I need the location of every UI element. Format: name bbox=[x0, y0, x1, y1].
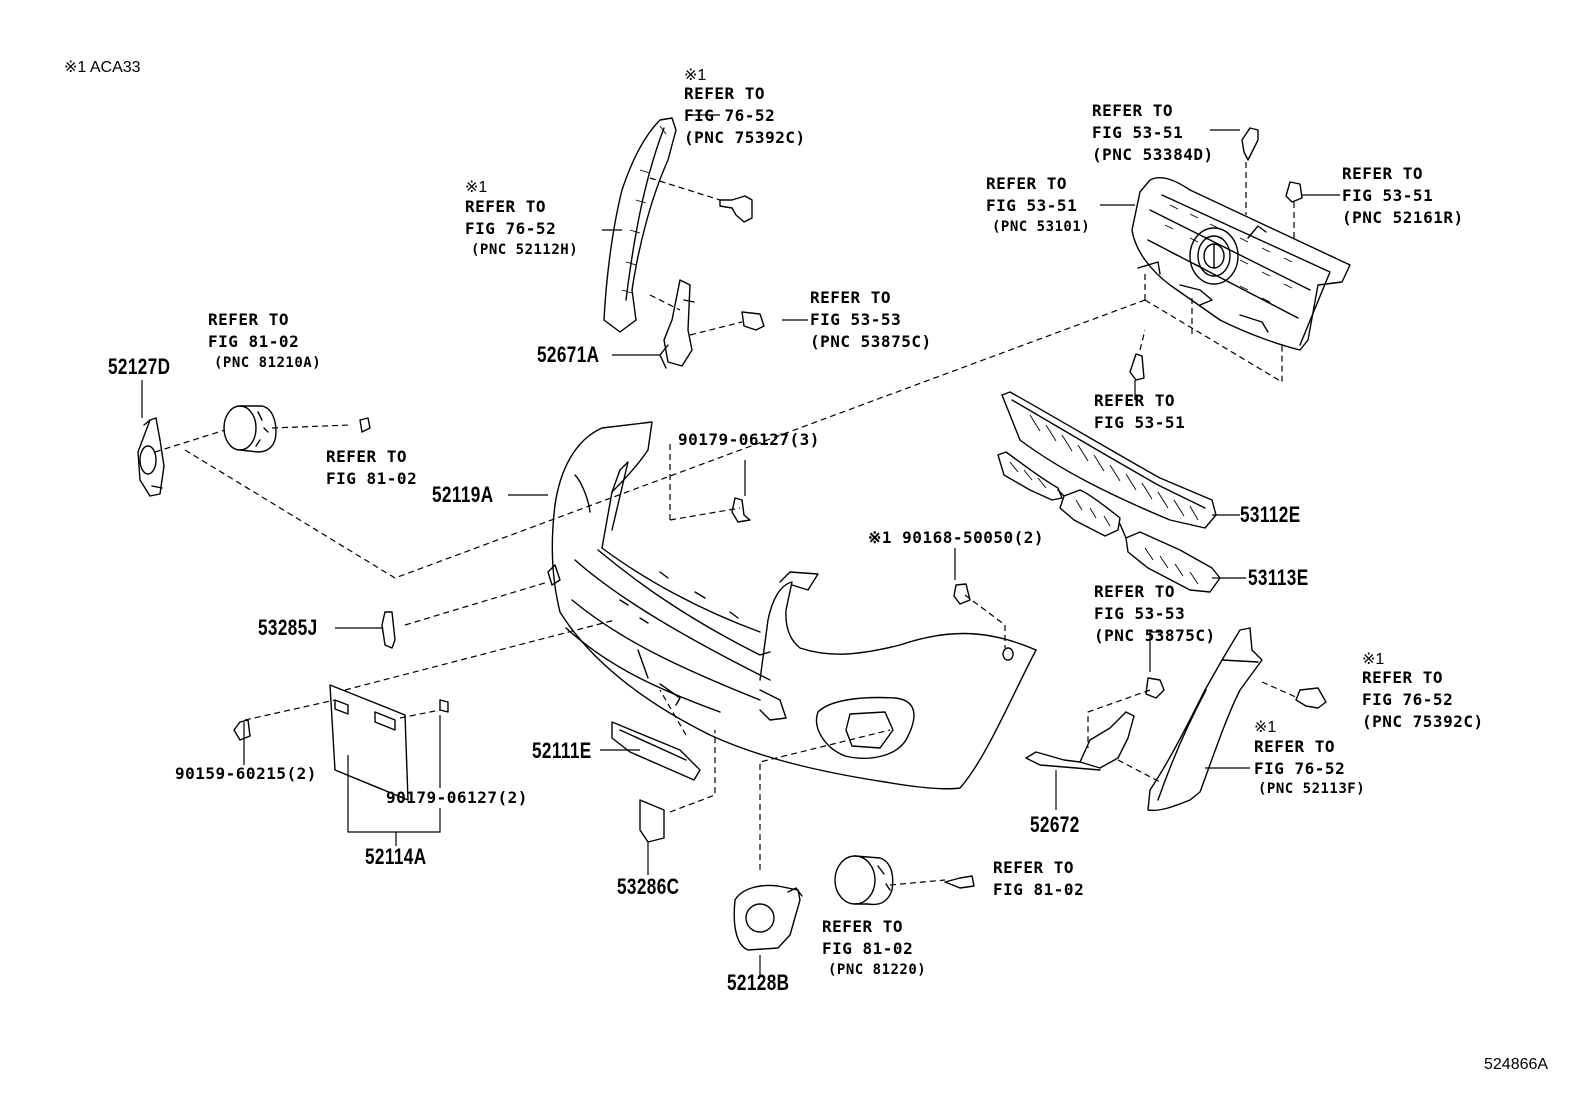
license-bracket-shape bbox=[329, 684, 449, 801]
ref5-line2: FIG 81-02 bbox=[326, 469, 418, 488]
leader-lines bbox=[141, 114, 1340, 975]
ref2-line3: (PNC 52112H) bbox=[471, 242, 579, 258]
ref2-line2: FIG 76-52 bbox=[465, 219, 557, 238]
left-fog-lamp-shape bbox=[137, 405, 277, 497]
part-53286C[interactable]: 53286C bbox=[617, 874, 680, 899]
ref2-line1: REFER TO bbox=[465, 197, 547, 216]
ref11-line1: REFER TO bbox=[1362, 668, 1444, 687]
bolt-90179-06127-2[interactable]: 90179-06127(2) bbox=[386, 788, 528, 807]
ref7-line2: FIG 53-51 bbox=[986, 196, 1078, 215]
ref3-line3: (PNC 53875C) bbox=[810, 332, 932, 351]
ref1-line1: REFER TO bbox=[684, 84, 766, 103]
ref12-line1: REFER TO bbox=[1254, 737, 1336, 756]
bolt-90168-50050-2[interactable]: ※1 90168-50050(2) bbox=[868, 528, 1045, 547]
ref12-line2: FIG 76-52 bbox=[1254, 759, 1346, 778]
part-53285J[interactable]: 53285J bbox=[258, 615, 318, 640]
part-53112E[interactable]: 53112E bbox=[1240, 502, 1301, 527]
part-52114A[interactable]: 52114A bbox=[365, 844, 427, 869]
left-retainer-shape bbox=[603, 117, 695, 369]
part-52672[interactable]: 52672 bbox=[1030, 812, 1080, 837]
ref8-line3: (PNC 52161R) bbox=[1342, 208, 1464, 227]
ref1-note: ※1 bbox=[684, 67, 707, 84]
bolt-90179-06127-3[interactable]: 90179-06127(3) bbox=[678, 430, 820, 449]
ref12-line3: (PNC 52113F) bbox=[1258, 781, 1366, 797]
assembly-lines bbox=[154, 162, 1299, 886]
part-52127D[interactable]: 52127D bbox=[108, 354, 171, 379]
ref3-line2: FIG 53-53 bbox=[810, 310, 902, 329]
ref4-line2: FIG 81-02 bbox=[208, 332, 300, 351]
ref6-line1: REFER TO bbox=[1092, 101, 1174, 120]
ref10-line3: (PNC 53875C) bbox=[1094, 626, 1216, 645]
small-parts-shapes bbox=[233, 127, 1327, 889]
ref6-line3: (PNC 53384D) bbox=[1092, 145, 1214, 164]
ref13-line2: FIG 81-02 bbox=[993, 880, 1085, 899]
ref13-line1: REFER TO bbox=[993, 858, 1075, 877]
ref4-line3: (PNC 81210A) bbox=[214, 355, 322, 371]
ref10-line2: FIG 53-53 bbox=[1094, 604, 1186, 623]
figure-id: 524866A bbox=[1484, 1056, 1549, 1073]
ref8-line1: REFER TO bbox=[1342, 164, 1424, 183]
bolt-90159-60215-2[interactable]: 90159-60215(2) bbox=[175, 764, 317, 783]
ref1-line3: (PNC 75392C) bbox=[684, 128, 806, 147]
ref11-note: ※1 bbox=[1362, 651, 1385, 668]
upper-grille-shape bbox=[1131, 177, 1351, 351]
ref14-line1: REFER TO bbox=[822, 917, 904, 936]
part-52119A[interactable]: 52119A bbox=[432, 482, 494, 507]
part-52671A[interactable]: 52671A bbox=[537, 342, 600, 367]
part-52128B[interactable]: 52128B bbox=[727, 970, 790, 995]
ref3-line1: REFER TO bbox=[810, 288, 892, 307]
ref2-note: ※1 bbox=[465, 179, 488, 196]
right-retainer-shape bbox=[1025, 627, 1263, 812]
ref14-line2: FIG 81-02 bbox=[822, 939, 914, 958]
ref8-line2: FIG 53-51 bbox=[1342, 186, 1434, 205]
bumper-cover-shape bbox=[547, 421, 1037, 790]
ref11-line2: FIG 76-52 bbox=[1362, 690, 1454, 709]
ref12-note: ※1 bbox=[1254, 719, 1277, 736]
part-53113E[interactable]: 53113E bbox=[1248, 565, 1309, 590]
ref10-line1: REFER TO bbox=[1094, 582, 1176, 601]
ref5-line1: REFER TO bbox=[326, 447, 408, 466]
ref9-line2: FIG 53-51 bbox=[1094, 413, 1186, 432]
footnote-label: ※1 ACA33 bbox=[64, 59, 141, 76]
ref4-line1: REFER TO bbox=[208, 310, 290, 329]
ref1-line2: FIG 76-52 bbox=[684, 106, 776, 125]
ref7-line1: REFER TO bbox=[986, 174, 1068, 193]
part-52111E[interactable]: 52111E bbox=[532, 738, 592, 763]
ref7-line3: (PNC 53101) bbox=[992, 219, 1091, 235]
ref14-line3: (PNC 81220) bbox=[828, 962, 927, 978]
right-fog-lamp-shape bbox=[733, 855, 894, 951]
ref11-line3: (PNC 75392C) bbox=[1362, 712, 1484, 731]
ref9-line1: REFER TO bbox=[1094, 391, 1176, 410]
ref6-line2: FIG 53-51 bbox=[1092, 123, 1184, 142]
